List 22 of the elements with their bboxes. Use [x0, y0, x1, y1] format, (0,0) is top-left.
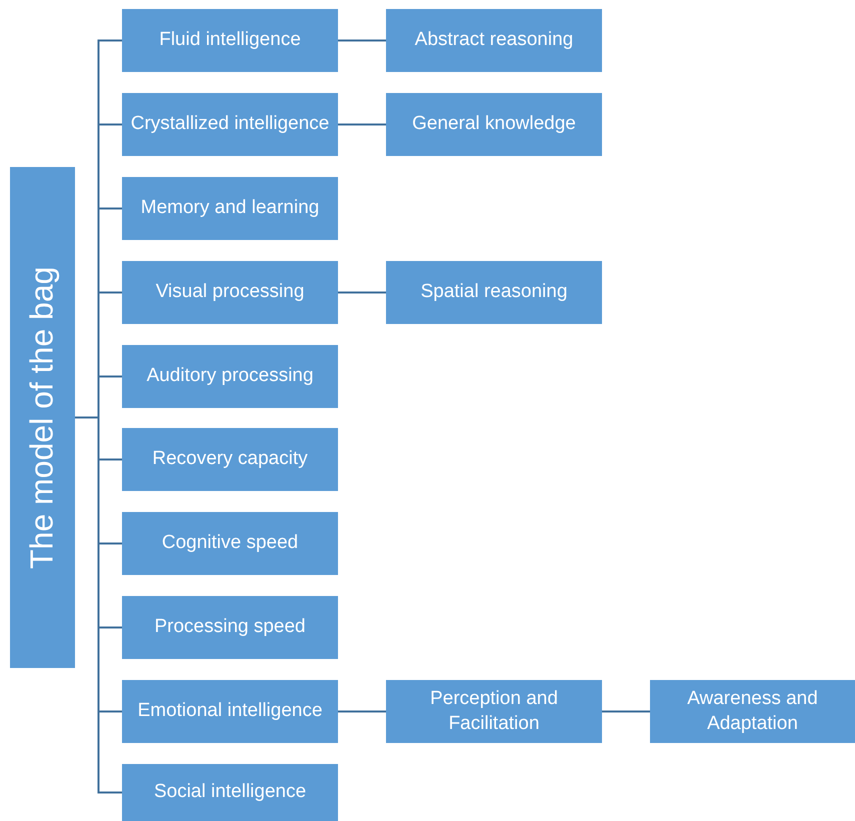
category-box: Emotional intelligence [122, 680, 338, 743]
connector-line [602, 710, 650, 712]
category-box: General knowledge [386, 93, 602, 156]
connector-line [338, 124, 386, 126]
category-box: Memory and learning [122, 177, 338, 240]
connector-line [75, 416, 122, 794]
category-box: Awareness and Adaptation [650, 680, 855, 743]
connector-line [338, 710, 386, 712]
category-box: Perception and Facilitation [386, 680, 602, 743]
category-box: Social intelligence [122, 764, 338, 821]
title-box: The model of the bag [10, 167, 75, 668]
category-box: Spatial reasoning [386, 261, 602, 324]
category-box: Crystallized intelligence [122, 93, 338, 156]
category-box: Processing speed [122, 596, 338, 659]
connector-line [338, 40, 386, 42]
category-box: Recovery capacity [122, 428, 338, 491]
category-box: Visual processing [122, 261, 338, 324]
category-box: Cognitive speed [122, 512, 338, 575]
connector-line [338, 292, 386, 294]
category-box: Auditory processing [122, 345, 338, 408]
category-box: Abstract reasoning [386, 9, 602, 72]
category-box: Fluid intelligence [122, 9, 338, 72]
